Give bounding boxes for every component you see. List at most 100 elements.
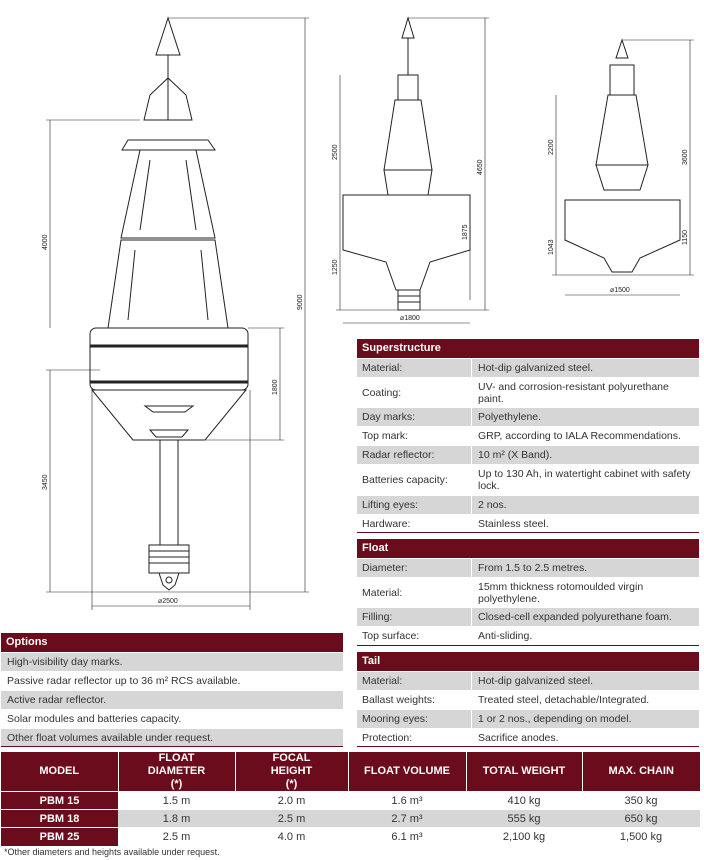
row-label: Coating: (357, 378, 472, 407)
header-focal-height: FOCAL HEIGHT (*) (234, 752, 348, 792)
cell: 2.0 m (235, 791, 348, 810)
models-header-row: MODEL FLOAT DIAMETER (*) FOCAL HEIGHT (*… (1, 752, 700, 792)
dim-medium-2500: 2500 (332, 144, 339, 160)
row-label: Mooring eyes: (357, 710, 472, 728)
table-row: Lifting eyes: 2 nos. (357, 495, 699, 514)
tail-title: Tail (357, 652, 699, 671)
list-item: High-visibility day marks. (1, 652, 343, 671)
row-value: UV- and corrosion-resistant polyurethane… (478, 380, 669, 405)
list-item: Solar modules and batteries capacity. (1, 709, 343, 728)
option-text: Solar modules and batteries capacity. (7, 713, 182, 725)
row-value: Closed-cell expanded polyurethane foam. (478, 611, 672, 623)
cell: 350 kg (582, 791, 700, 810)
float-title: Float (357, 539, 699, 558)
row-value: From 1.5 to 2.5 metres. (478, 562, 588, 574)
row-label: Material: (357, 672, 472, 690)
dim-small-3600: 3600 (682, 149, 689, 165)
row-label: Hardware: (357, 515, 472, 532)
row-value: Treated steel, detachable/Integrated. (478, 694, 650, 706)
table-row: Filling: Closed-cell expanded polyurethan… (357, 607, 699, 626)
superstructure-rows: Material: Hot-dip galvanized steel. Coati… (357, 358, 699, 532)
table-row: Hardware: Stainless steel. (357, 514, 699, 532)
models-table: MODEL FLOAT DIAMETER (*) FOCAL HEIGHT (*… (1, 752, 700, 846)
row-label: Material: (357, 578, 472, 607)
header-model: MODEL (1, 752, 118, 792)
cell: 650 kg (582, 809, 700, 828)
dim-large-3450: 3450 (42, 474, 49, 490)
row-value: 10 m² (X Band). (478, 449, 553, 461)
cell: 4.0 m (235, 827, 348, 846)
cell: 1.6 m³ (348, 791, 466, 810)
buoy-drawings: 4000 9000 1800 3450 ⌀2500 2500 4650 1875… (42, 16, 694, 610)
cell: 2,100 kg (466, 827, 582, 846)
table-row: Protection:Sacrifice anodes. (357, 728, 699, 746)
dim-large-4000: 4000 (42, 234, 49, 250)
medium-buoy-drawing (336, 16, 489, 324)
dim-small-1150: 1150 (682, 230, 689, 245)
row-label: Filling: (357, 608, 472, 626)
table-row: Batteries capacity:Up to 130 Ah, in wate… (357, 464, 699, 495)
cell: 2.5 m (235, 809, 348, 828)
row-value: Hot-dip galvanized steel. (478, 675, 593, 687)
table-row: Day marks:Polyethylene. (357, 407, 699, 426)
row-label: Lifting eyes: (357, 496, 472, 514)
header-float-diameter: FLOAT DIAMETER (*) (117, 752, 235, 792)
row-value: Up to 130 Ah, in watertight cabinet with… (478, 468, 691, 492)
row-label: Top mark: (357, 427, 472, 445)
row-label: Radar reflector: (357, 446, 472, 464)
row-label: Material: (357, 359, 472, 377)
row-value: Hot-dip galvanized steel. (478, 362, 593, 374)
header-max-chain: MAX. CHAIN (581, 752, 700, 792)
dim-medium-4650: 4650 (477, 159, 484, 175)
row-value: Anti-sliding. (478, 630, 533, 642)
table-row: Top mark: GRP, according to IALA Recommen… (357, 426, 699, 445)
superstructure-table: Superstructure Material: Hot-dip galvaniz… (357, 339, 699, 533)
dim-medium-1250: 1250 (332, 259, 339, 275)
row-value: 2 nos. (478, 499, 507, 511)
row-value: 1 or 2 nos., depending on model. (478, 713, 632, 725)
tail-rows: Material: Hot-dip galvanized steel. Balla… (357, 671, 699, 746)
dim-small-diameter: ⌀1500 (610, 287, 630, 294)
list-item: Active radar reflector. (1, 690, 343, 709)
table-row: Coating:UV- and corrosion-resistant poly… (357, 377, 699, 407)
dim-large-diameter: ⌀2500 (158, 598, 178, 605)
model-cell: PBM 15 (1, 791, 118, 810)
table-row: Ballast weights: Treated steel, detachabl… (357, 690, 699, 709)
cell: 555 kg (466, 809, 582, 828)
table-row: Material: Hot-dip galvanized steel. (357, 671, 699, 690)
dim-medium-diameter: ⌀1800 (400, 315, 420, 322)
footnote: *Other diameters and heights available u… (4, 847, 220, 857)
small-buoy-drawing (552, 38, 694, 296)
options-rows: High-visibility day marks. Passive radar… (1, 652, 343, 746)
row-label: Diameter: (357, 559, 472, 577)
table-row: Diameter: From 1.5 to 2.5 metres. (357, 558, 699, 577)
cell: 1.8 m (118, 809, 235, 828)
dim-small-1043: 1043 (548, 239, 555, 255)
options-title: Options (1, 633, 343, 652)
list-item: Other float volumes available under requ… (1, 728, 343, 746)
row-label: Ballast weights: (357, 691, 472, 709)
dim-large-1800: 1800 (272, 379, 279, 395)
dim-large-9000: 9000 (297, 294, 304, 310)
table-row: Radar reflector: 10 m² (X Band). (357, 445, 699, 464)
cell: 2.7 m³ (348, 809, 466, 828)
superstructure-title: Superstructure (357, 339, 699, 358)
dim-medium-1875: 1875 (462, 224, 469, 240)
row-value: GRP, according to IALA Recommendations. (478, 430, 681, 442)
tail-table: Tail Material: Hot-dip galvanized steel. … (357, 652, 699, 747)
list-item: Passive radar reflector up to 36 m² RCS … (1, 671, 343, 690)
option-text: Active radar reflector. (7, 694, 107, 706)
table-row: Material:15mm thickness rotomoulded virg… (357, 577, 699, 607)
row-label: Protection: (357, 729, 472, 746)
option-text: Other float volumes available under requ… (7, 731, 214, 744)
large-buoy-drawing (46, 16, 309, 610)
header-float-volume: FLOAT VOLUME (347, 752, 466, 792)
float-rows: Diameter: From 1.5 to 2.5 metres. Materia… (357, 558, 699, 645)
row-label: Day marks: (357, 408, 472, 426)
row-label: Batteries capacity: (357, 465, 472, 495)
row-value: Stainless steel. (478, 517, 549, 530)
option-text: High-visibility day marks. (7, 656, 123, 668)
option-text: Passive radar reflector up to 36 m² RCS … (7, 675, 241, 687)
